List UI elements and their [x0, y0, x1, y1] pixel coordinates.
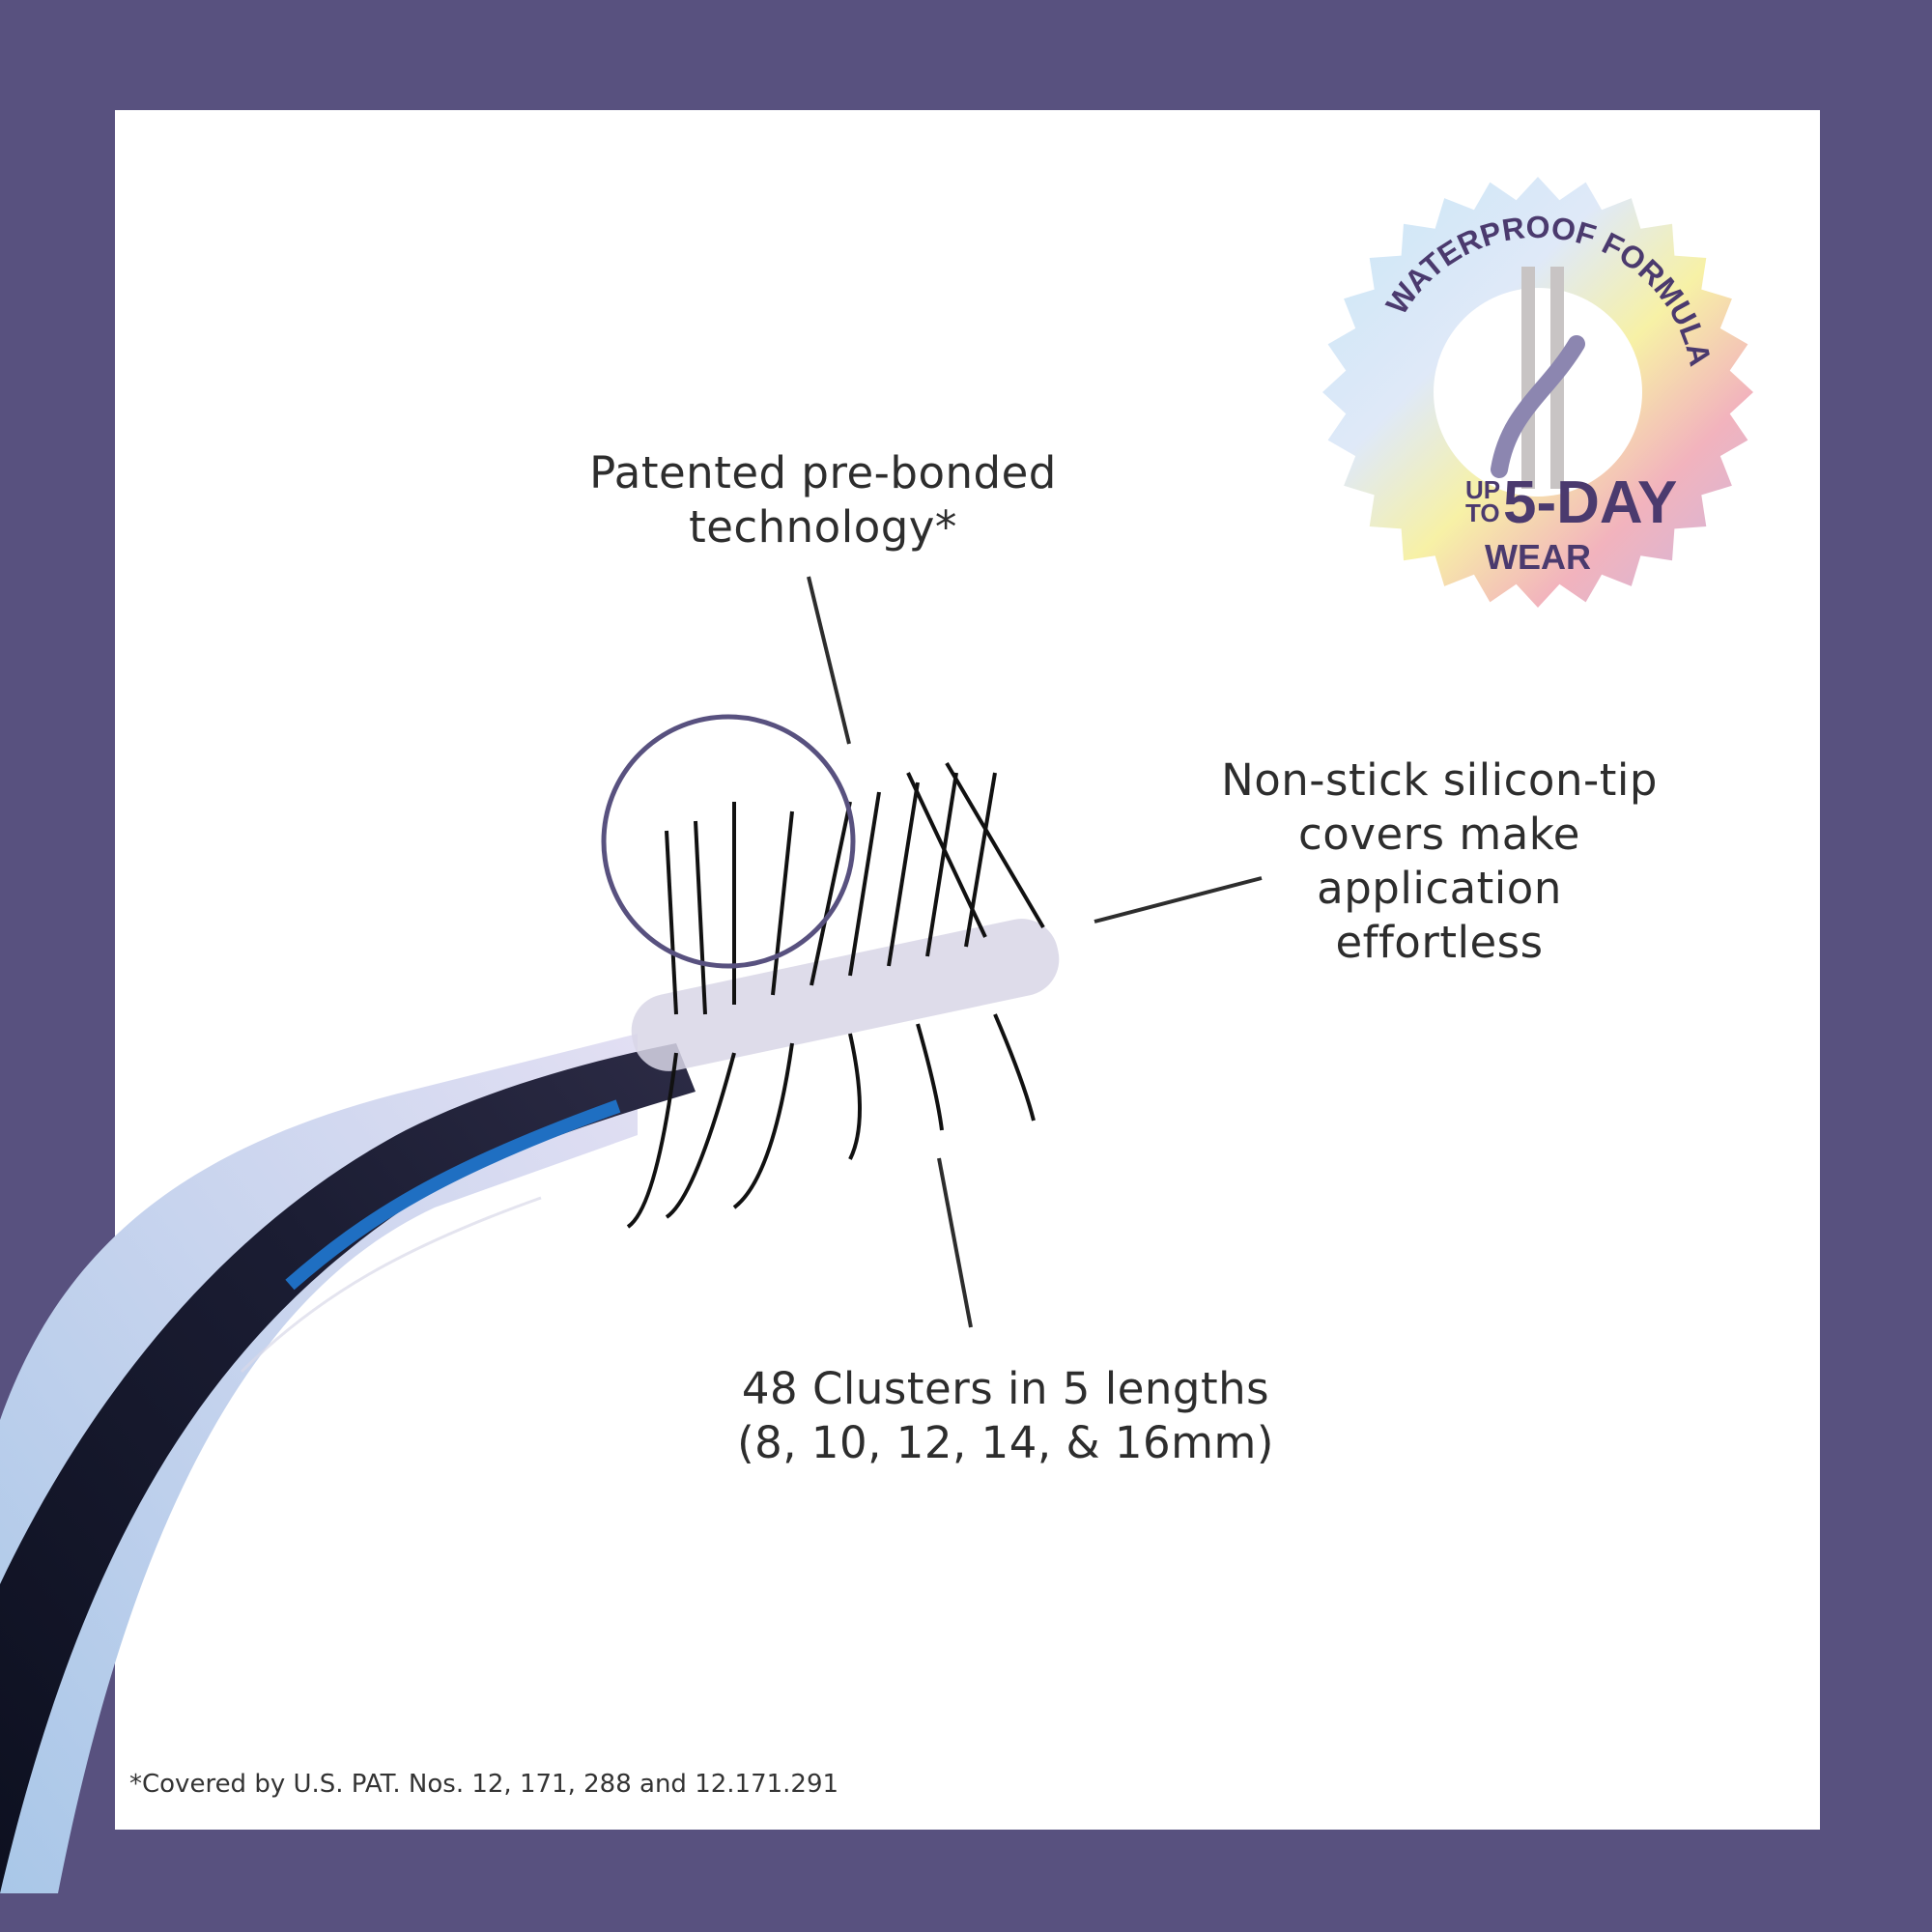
tweezers-image: [0, 761, 1060, 1893]
callout-pre-bonded: Patented pre-bonded technology*: [533, 446, 1113, 554]
callout-line: effortless: [1335, 917, 1544, 968]
leader-line-silicon-tip: [1094, 876, 1263, 923]
callout-clusters: 48 Clusters in 5 lengths (8, 10, 12, 14,…: [668, 1362, 1344, 1470]
badge-days: 5-DAY: [1503, 469, 1677, 536]
callout-line: technology*: [689, 501, 957, 553]
badge-up: UP: [1465, 475, 1500, 504]
badge-to: TO: [1465, 498, 1500, 527]
callout-line: Patented pre-bonded: [589, 447, 1057, 498]
callout-line: 48 Clusters in 5 lengths: [741, 1363, 1270, 1414]
leader-line-pre-bonded: [807, 576, 851, 745]
magnifier-circle: [601, 714, 856, 969]
callout-line: (8, 10, 12, 14, & 16mm): [737, 1417, 1274, 1468]
callout-line: covers make: [1298, 809, 1580, 860]
lash-clusters: [626, 761, 1045, 1229]
callout-line: application: [1317, 863, 1562, 914]
callout-silicon-tip: Non-stick silicon-tip covers make applic…: [1150, 753, 1729, 970]
callout-line: Non-stick silicon-tip: [1221, 754, 1658, 806]
leader-line-clusters: [937, 1157, 973, 1328]
patent-footnote: *Covered by U.S. PAT. Nos. 12, 171, 288 …: [129, 1770, 839, 1799]
badge-wear: WEAR: [1485, 537, 1591, 577]
waterproof-badge: WATERPROOF FORMULA UP TO 5-DAY WEAR: [1322, 177, 1753, 608]
